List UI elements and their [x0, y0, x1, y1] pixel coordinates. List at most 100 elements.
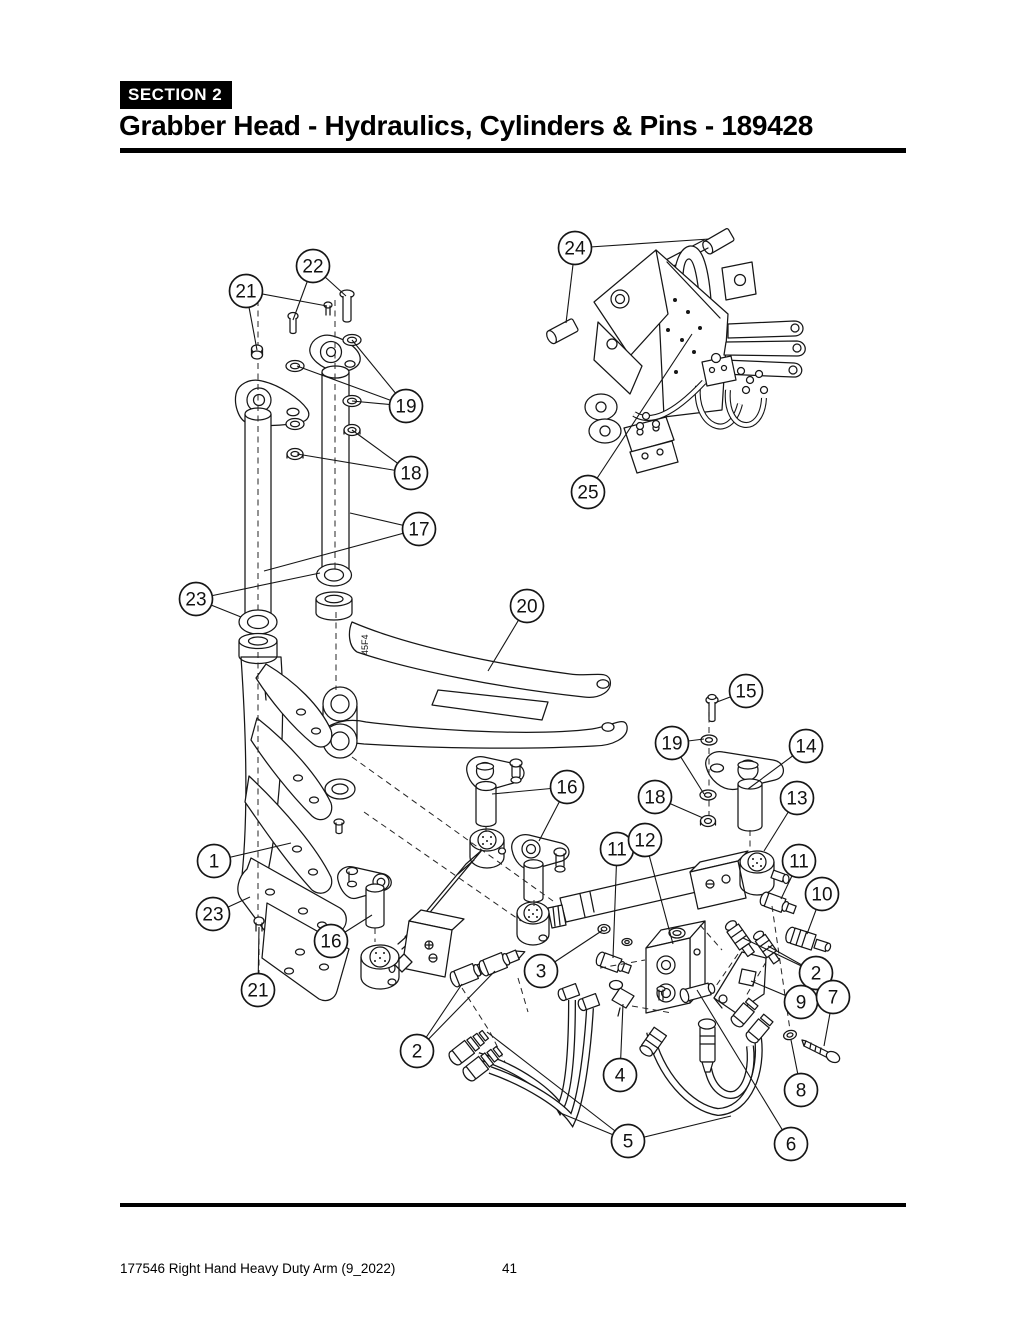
assembled-grabber-head — [546, 228, 806, 474]
callout-number: 7 — [828, 988, 839, 1009]
callout-number: 16 — [556, 778, 577, 799]
callout-number: 18 — [644, 788, 665, 809]
callout-11: 11 — [599, 831, 635, 959]
callout-balloon — [798, 955, 834, 991]
callout-balloon — [549, 769, 585, 805]
callout-leader-line — [296, 365, 407, 407]
hydraulic-hoses — [448, 979, 774, 1128]
callout-balloon — [240, 972, 276, 1008]
callout-11: 11 — [780, 843, 817, 900]
callout-number: 12 — [634, 831, 655, 852]
callout-number: 19 — [395, 397, 416, 418]
clevis-pin-14 — [705, 751, 784, 832]
callout-leader-line — [416, 970, 496, 1052]
pivot-pin-stack — [234, 334, 361, 665]
footer-document-id: 177546 Right Hand Heavy Duty Arm (9_2022… — [120, 1261, 396, 1276]
callout-leader-line — [696, 989, 792, 1145]
callout-18: 18 — [637, 779, 704, 819]
callout-15: 15 — [716, 673, 764, 709]
callout-number: 24 — [564, 239, 586, 260]
callout-number: 13 — [786, 789, 807, 810]
callout-16: 16 — [491, 769, 585, 842]
bolt-15 — [705, 693, 719, 723]
callout-balloon — [570, 474, 606, 510]
clevis-pin-16-lower — [337, 866, 392, 929]
callout-balloon — [509, 588, 545, 624]
callout-balloon — [295, 248, 331, 284]
callout-number: 6 — [786, 1135, 797, 1156]
callout-5: 5 — [486, 1031, 732, 1159]
clevis-pin-16-upper — [466, 756, 525, 828]
callout-2: 2 — [399, 970, 496, 1069]
callout-balloon — [773, 1126, 809, 1162]
callout-7: 7 — [815, 979, 851, 1047]
mount-bracket-9 — [713, 951, 767, 1014]
callout-balloon — [783, 1072, 819, 1108]
callout-number: 22 — [302, 257, 323, 278]
callout-10: 10 — [804, 876, 840, 935]
callout-leader-line — [612, 848, 618, 959]
callout-balloon — [313, 923, 349, 959]
callout-balloon — [178, 581, 214, 617]
callout-number: 23 — [185, 590, 206, 611]
callout-leader-line — [195, 572, 321, 600]
callout-number: 5 — [623, 1132, 634, 1153]
callout-21: 21 — [240, 926, 276, 1008]
callout-balloon — [728, 673, 764, 709]
callout-number: 18 — [400, 464, 421, 485]
main-arm-weldment-1 — [237, 656, 350, 1002]
callout-balloon — [523, 953, 559, 989]
callout-14: 14 — [747, 728, 824, 790]
callout-balloon — [654, 725, 690, 761]
hydraulic-cylinder-left — [360, 828, 507, 990]
callout-23: 23 — [195, 896, 251, 932]
callout-number: 16 — [320, 932, 341, 953]
callout-leader-line — [296, 453, 412, 474]
callout-balloon — [788, 728, 824, 764]
callout-number: 25 — [577, 483, 598, 504]
callout-8: 8 — [783, 1039, 819, 1108]
callout-number: 19 — [661, 734, 682, 755]
callout-balloon — [610, 1123, 646, 1159]
callout-number: 20 — [516, 597, 537, 618]
callout-leader-line — [627, 1115, 732, 1142]
bolt-7-and-washer-8 — [782, 1029, 841, 1064]
callout-1: 1 — [196, 842, 292, 879]
callout-balloon — [804, 876, 840, 912]
callout-2: 2 — [742, 937, 834, 991]
section-badge: SECTION 2 — [120, 81, 233, 109]
footer-rule — [120, 1203, 906, 1207]
callout-12: 12 — [627, 822, 674, 945]
callout-leader-line — [587, 333, 693, 493]
callout-balloon — [602, 1057, 638, 1093]
callout-leader-line — [644, 839, 674, 945]
callout-number: 23 — [202, 905, 223, 926]
callout-21: 21 — [228, 273, 328, 351]
callout-number: 1 — [209, 852, 220, 873]
footer-page-number: 41 — [502, 1261, 518, 1276]
hydraulic-cylinder-right — [516, 850, 790, 947]
callout-23: 23 — [178, 572, 321, 618]
callout-number: 4 — [615, 1066, 626, 1087]
callout-number: 17 — [408, 520, 429, 541]
callout-number: 21 — [235, 282, 256, 303]
callout-balloon — [196, 843, 232, 879]
callout-13: 13 — [763, 780, 815, 852]
callout-number: 2 — [811, 964, 822, 985]
callout-number: 14 — [795, 737, 817, 758]
callout-number: 10 — [811, 885, 832, 906]
callout-leader-line — [486, 1031, 629, 1142]
callout-4: 4 — [602, 1003, 638, 1093]
callout-leader-line — [263, 528, 420, 572]
arm-weldment-20: 45F4 — [322, 621, 628, 835]
callout-22: 22 — [292, 248, 347, 321]
callout-balloon — [401, 511, 437, 547]
callout-24: 24 — [557, 230, 710, 324]
callout-balloon — [557, 230, 593, 266]
callout-number: 8 — [796, 1081, 807, 1102]
callout-number: 11 — [607, 840, 627, 861]
callout-25: 25 — [570, 333, 693, 510]
callout-balloon — [399, 1033, 435, 1069]
callout-balloon — [781, 843, 817, 879]
